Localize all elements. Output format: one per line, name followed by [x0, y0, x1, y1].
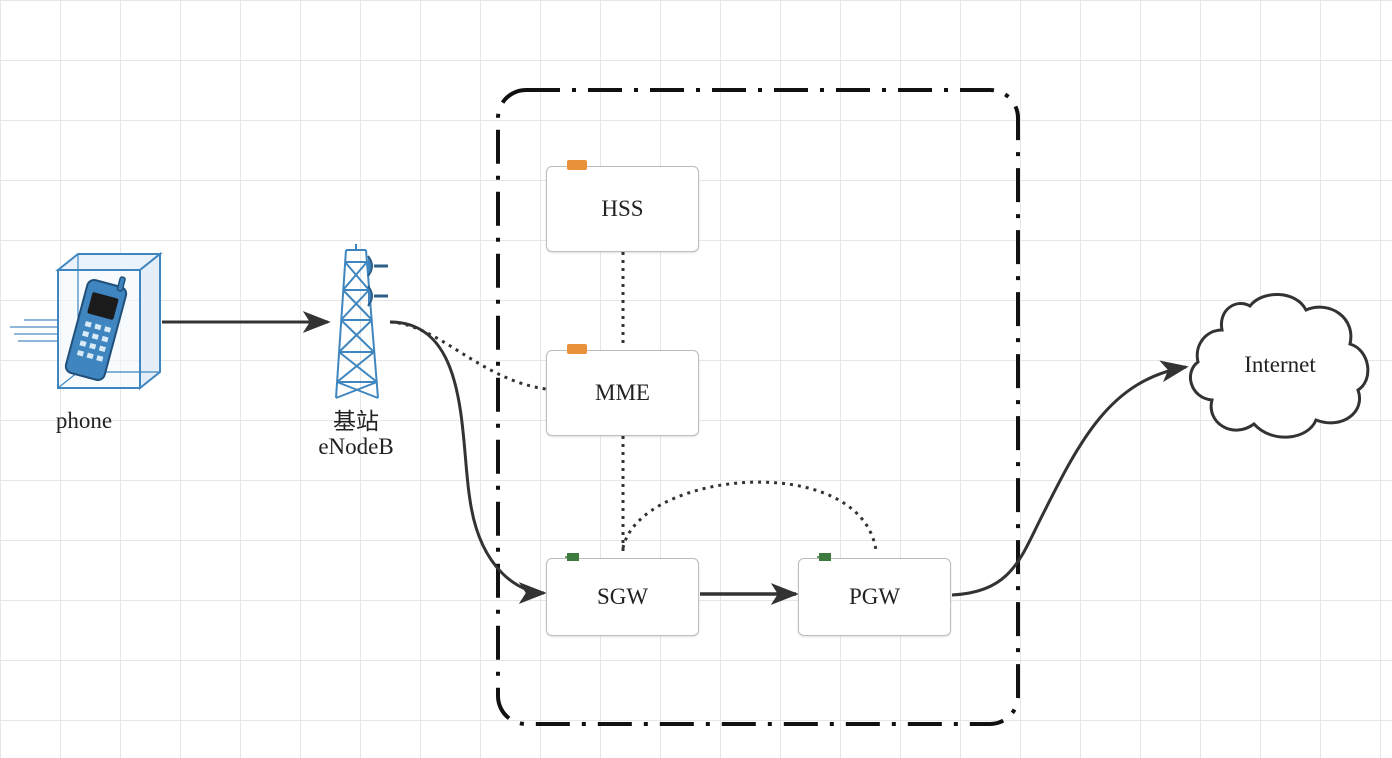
pgw-node[interactable]: PGW	[798, 553, 951, 636]
mme-label: MME	[595, 380, 650, 405]
cloud-icon	[1189, 293, 1370, 439]
enodeb-label-line2: eNodeB	[318, 434, 394, 459]
enodeb-label-line1: 基站	[333, 409, 379, 434]
edge-enodeb-sgw	[389, 320, 547, 604]
sgw-label: SGW	[596, 584, 649, 609]
mme-tag	[567, 344, 587, 354]
cell-tower-icon	[335, 244, 388, 399]
epc-core-boundary	[496, 88, 1020, 726]
hss-label: HSS	[601, 196, 644, 221]
edge-pgw-internet	[951, 360, 1189, 597]
edge-sgw-pgw-control	[621, 480, 878, 551]
hss-tag	[567, 160, 587, 170]
edge-enodeb-mme	[389, 320, 547, 391]
sgw-node[interactable]: SGW	[546, 553, 699, 636]
mobile-phone-icon	[10, 251, 163, 391]
pgw-tag	[817, 553, 831, 561]
phone-label: phone	[55, 408, 113, 433]
hss-node[interactable]: HSS	[546, 160, 699, 252]
sgw-tag	[565, 553, 579, 561]
mme-node[interactable]: MME	[546, 344, 699, 436]
internet-label: Internet	[1244, 352, 1316, 377]
pgw-label: PGW	[848, 584, 901, 609]
